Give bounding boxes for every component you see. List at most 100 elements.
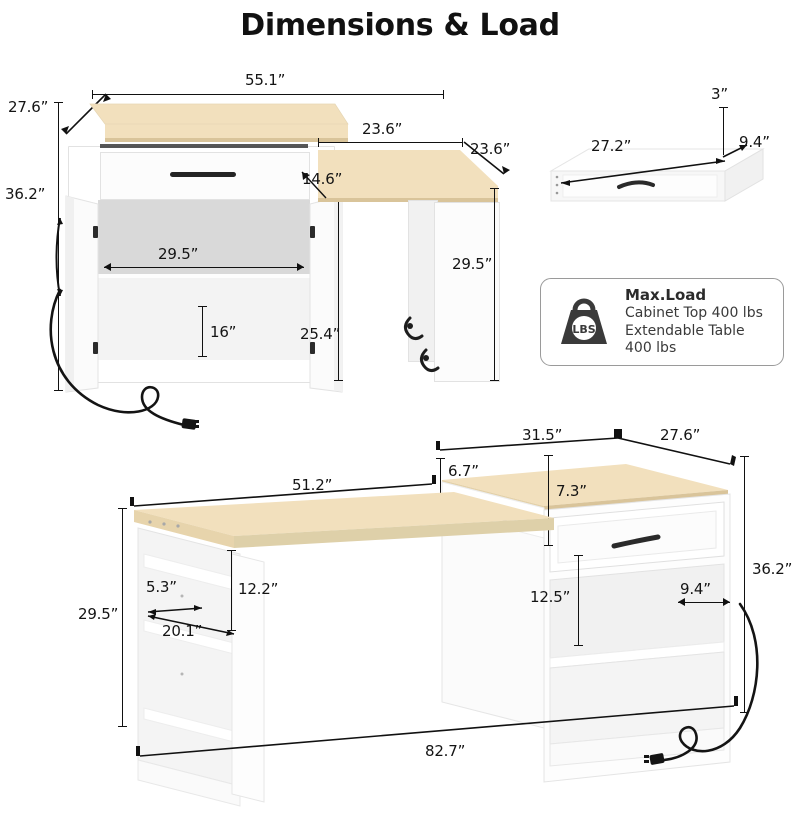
dim-table-shelf-small: 5.3” [146,578,177,596]
dim-table-top-length: 51.2” [292,476,333,494]
figure-drawer-detail: 27.2” 3” 9.4” [535,85,785,205]
caster-wheel-icon [403,316,440,373]
dim-opening-height: 25.4” [300,325,341,343]
tick-b295-top [118,508,127,509]
dim-apron-height: 6.7” [448,462,479,480]
dimline-bottom-table-height [122,508,123,726]
tick-125-bot [574,645,583,646]
dimline-total-height [58,102,59,390]
dimline-cabinet-height [744,456,745,712]
dim-cabinet-top-depth: 27.6” [660,426,701,444]
dimline-drawer-depth [722,144,748,158]
dim-overall-width: 82.7” [425,742,466,760]
dim-drawer-height: 3” [711,85,728,103]
dim-table-height: 29.5” [452,255,493,273]
svg-text:LBS: LBS [572,323,595,336]
tick-362-top [740,456,749,457]
diagram-canvas: Dimensions & Load 55.1” 27.6” [0,8,800,807]
tick-254-bot [334,380,343,381]
figure-side-table: 23.6” 23.6” 14.6” [300,110,520,390]
dimline-drawer-face-height [548,455,549,545]
tick-h-top [54,102,63,103]
tick-16-bot [198,356,207,357]
dim-table-offset: 14.6” [302,170,343,188]
side-table-wood-top [318,150,498,202]
tick-295-top [490,188,499,189]
bottom-table-left-panel [137,527,241,807]
dimline-opening-height [338,195,339,380]
dimline-drawer-length [560,158,726,186]
dim-table-shelf-height: 12.2” [238,580,279,598]
side-table-side-panel [434,202,500,382]
tick-16-top [198,306,207,307]
bottom-table-wood-top [134,492,554,548]
figure-top-left-cabinet: 55.1” 27.6” [0,60,444,450]
dim-drawer-face-height: 7.3” [556,482,587,500]
tick-w-l [318,138,319,147]
dimline-drawer-height [723,107,724,155]
tick-h-bot [54,390,63,391]
weight-lbs-icon: LBS [561,298,607,344]
page-title: Dimensions & Load [240,8,560,43]
arrow-94-r [723,598,730,606]
dim-drawer-length: 27.2” [591,137,632,155]
tick-w-r [462,138,463,147]
power-cord-bottom-icon [644,602,759,765]
dim-table-shelf-width: 20.1” [162,622,203,640]
dimline-top-depth [61,93,111,135]
tick-122-bot [227,630,236,631]
dim-cabinet-top-width: 31.5” [522,426,563,444]
dimline-table-top-length [130,475,436,507]
arrow-right [297,263,304,271]
power-cord-icon [49,288,199,430]
dimline-apron-height [440,458,441,508]
cabinet-interior-upper [98,200,310,276]
cabinet-interior-lower [98,276,310,360]
dimline-table-height [494,188,495,380]
arrow-94-l [678,598,685,606]
tick-3-top [719,107,728,108]
figure-bottom-assembly: 31.5” 27.6” [0,400,800,807]
dim-table-depth: 23.6” [470,140,511,158]
max-load-title: Max.Load [625,286,707,305]
tick-362-bot [740,712,749,713]
dim-total-height: 36.2” [5,185,46,203]
dim-table-width: 23.6” [362,120,403,138]
dimline-table-shelf-height [231,550,232,630]
dim-bottom-table-height: 29.5” [78,605,119,623]
dim-shelf-depth: 9.4” [680,580,711,598]
dim-interior-width: 29.5” [158,245,199,263]
bottom-cabinet-front-face [543,493,731,783]
max-load-line-2: Extendable Table 400 lbs [625,322,745,357]
dimline-overall-width [136,696,738,757]
arrow-left [104,263,111,271]
dimline-cabinet-top-depth [614,429,736,466]
drawer-handle[interactable] [170,172,236,177]
tick-125-top [574,555,583,556]
dim-top-width: 55.1” [245,71,286,89]
tick-122-top [227,550,236,551]
dimline-interior-width [104,267,304,268]
dimline-shelf-depth [678,602,730,603]
dim-cabinet-height: 36.2” [752,560,793,578]
dimline-cabinet-top-width [436,429,622,451]
cabinet-door-left[interactable] [52,192,104,397]
dimline-table-width [318,142,463,143]
max-load-line-1: Cabinet Top 400 lbs [625,305,763,322]
dim-top-depth: 27.6” [8,98,49,116]
dim-lower-shelf: 16” [210,323,237,341]
dimline-table-shelf-width [147,614,235,636]
dim-shelf-opening: 12.5” [530,588,571,606]
dimline-table-shelf-small [147,605,203,615]
tick-b295-bot [118,726,127,727]
max-load-badge: LBS Max.Load Cabinet Top 400 lbs Extenda… [540,278,784,366]
dimline-shelf-opening [578,555,579,645]
dimline-table-depth [463,141,510,175]
cabinet-wood-top [89,103,349,142]
tick-73-top [544,455,553,456]
dimline-top-width [92,94,444,95]
tick-295-bot [490,380,499,381]
tick-right [443,90,444,99]
dim-drawer-depth: 9.4” [739,133,770,151]
drawer-box [549,148,765,202]
